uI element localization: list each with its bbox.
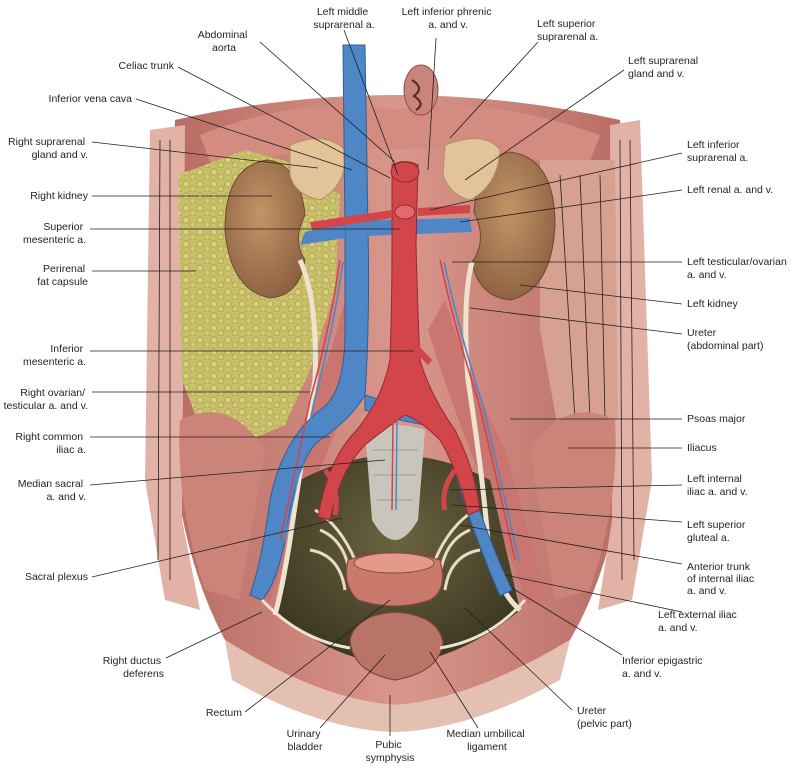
label-psoas-major: Psoas major bbox=[687, 413, 746, 425]
left-ductus-deferens bbox=[439, 599, 527, 650]
iliacus-left bbox=[530, 412, 616, 600]
quadratus-lumborum-left bbox=[540, 160, 618, 440]
label-iliacus: Iliacus bbox=[687, 442, 717, 454]
label-ureter-abdominal: Ureter (abdominal part) bbox=[687, 327, 763, 352]
label-left-testicular-ovarian: Left testicular/ovarian a. and v. bbox=[687, 256, 790, 281]
median-sacral-vessels bbox=[391, 419, 394, 511]
label-superior-mesenteric: Superior mesenteric a. bbox=[23, 221, 86, 246]
label-perirenal-fat: Perirenal fat capsule bbox=[37, 263, 88, 288]
right-ductus-deferens bbox=[260, 598, 351, 650]
label-celiac-trunk: Celiac trunk bbox=[119, 60, 175, 72]
pubic-region bbox=[225, 640, 570, 732]
left-gonadal-vessels bbox=[439, 259, 516, 561]
right-renal-vein bbox=[300, 222, 345, 245]
right-gonadal-vessels bbox=[279, 259, 341, 541]
label-left-renal: Left renal a. and v. bbox=[687, 184, 773, 196]
label-urinary-bladder: Urinary bladder bbox=[287, 728, 324, 753]
left-renal-artery bbox=[418, 205, 470, 216]
label-abdominal-aorta: Abdominal aorta bbox=[198, 29, 251, 54]
label-left-superior-suprarenal: Left superior suprarenal a. bbox=[537, 18, 598, 43]
label-left-kidney: Left kidney bbox=[687, 298, 739, 310]
label-median-umbilical: Median umbilical ligament bbox=[446, 728, 527, 753]
label-left-superior-gluteal: Left superior gluteal a. bbox=[687, 519, 748, 544]
esophagus bbox=[403, 64, 439, 116]
superior-mesenteric-artery bbox=[394, 204, 416, 220]
inferior-mesenteric-artery bbox=[415, 345, 432, 365]
label-sacral-plexus: Sacral plexus bbox=[25, 571, 88, 583]
left-suprarenal-gland bbox=[442, 138, 501, 201]
label-right-suprarenal-gland: Right suprarenal gland and v. bbox=[8, 136, 88, 161]
illustration bbox=[145, 44, 652, 732]
label-left-suprarenal-gland: Left suprarenal gland and v. bbox=[628, 55, 701, 80]
label-right-ovarian-testicular: Right ovarian/ testicular a. and v. bbox=[4, 387, 88, 412]
right-renal-artery bbox=[310, 210, 392, 230]
label-right-ductus-deferens: Right ductus deferens bbox=[103, 655, 164, 680]
celiac-trunk bbox=[390, 161, 420, 183]
label-inferior-epigastric: Inferior epigastric a. and v. bbox=[622, 655, 705, 680]
label-left-middle-suprarenal: Left middle suprarenal a. bbox=[313, 6, 374, 31]
label-ureter-pelvic: Ureter (pelvic part) bbox=[577, 705, 632, 730]
label-left-external-iliac: Left external iliac a. and v. bbox=[658, 609, 740, 634]
label-right-common-iliac: Right common iliac a. bbox=[15, 431, 86, 456]
label-anterior-trunk: Anterior trunk of internal iliac a. and … bbox=[687, 561, 757, 597]
inferior-vena-cava bbox=[249, 44, 370, 601]
label-pubic-symphysis: Pubic symphysis bbox=[365, 739, 414, 764]
label-left-inferior-suprarenal: Left inferior suprarenal a. bbox=[687, 139, 748, 164]
sacrum bbox=[365, 425, 425, 540]
label-inferior-mesenteric: Inferior mesenteric a. bbox=[23, 343, 86, 368]
label-rectum: Rectum bbox=[206, 707, 242, 719]
iliacus-right bbox=[179, 412, 265, 600]
label-inferior-vena-cava: Inferior vena cava bbox=[49, 93, 133, 105]
label-right-kidney: Right kidney bbox=[30, 190, 89, 202]
urinary-bladder bbox=[349, 611, 444, 681]
right-lateral-wall bbox=[145, 125, 200, 610]
psoas-major-left bbox=[428, 300, 548, 605]
diaphragm bbox=[200, 105, 600, 175]
leader-lines bbox=[89, 29, 683, 736]
label-left-inferior-phrenic: Left inferior phrenic a. and v. bbox=[402, 6, 495, 31]
internal-iliac-branches bbox=[322, 468, 458, 516]
label-median-sacral: Median sacral a. and v. bbox=[18, 478, 86, 503]
left-kidney bbox=[471, 151, 556, 301]
label-left-internal-iliac: Left internal iliac a. and v. bbox=[687, 473, 748, 498]
